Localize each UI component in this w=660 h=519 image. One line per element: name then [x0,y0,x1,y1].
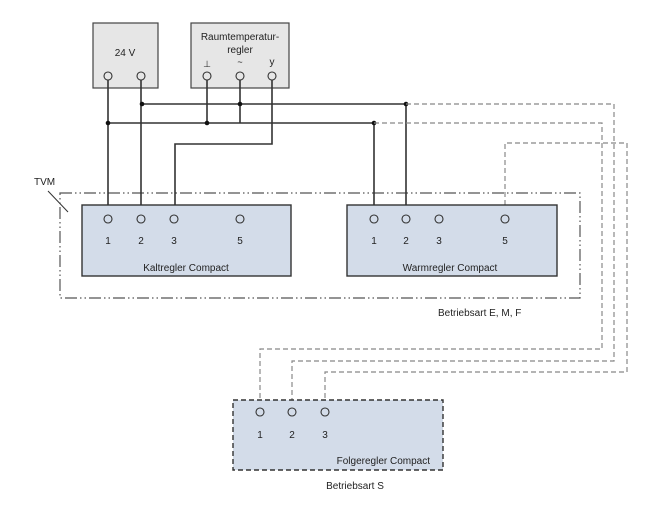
room-temperature-controller: Raumtemperatur- regler ⊥ ~ y [190,22,290,89]
terminal-number: 3 [436,236,442,247]
solid-wires [105,80,409,205]
terminal-number: 2 [289,430,295,441]
terminal-number: 2 [403,236,409,247]
terminal-number: 1 [105,236,111,247]
terminal-icon [235,214,245,224]
follow-controller-label: Folgeregler Compact [337,456,431,467]
room-controller-label-2: regler [227,45,253,56]
pin-ground-label: ⊥ [203,59,211,69]
tvm-frame [59,192,581,299]
terminal-icon [401,214,411,224]
tvm-label: TVM [34,177,55,188]
terminal-icon [136,214,146,224]
mode-s-label: Betriebsart S [326,481,384,492]
terminal-number: 5 [237,236,243,247]
follow-controller: 1 2 3 Folgeregler Compact [232,399,444,471]
cold-controller-label: Kaltregler Compact [143,263,229,274]
cold-controller: 1 2 3 5 Kaltregler Compact [81,204,292,277]
dashed-wires [259,103,628,400]
terminal-number: 1 [371,236,377,247]
terminal-number: 2 [138,236,144,247]
terminal-icon [287,407,297,417]
terminal-number: 3 [171,236,177,247]
terminal-icon [369,214,379,224]
terminal-icon [500,214,510,224]
warm-controller: 1 2 3 5 Warmregler Compact [346,204,558,277]
terminal-icon [434,214,444,224]
pin-y-label: y [270,57,275,68]
terminal-icon [320,407,330,417]
mode-emf-label: Betriebsart E, M, F [438,308,521,319]
terminal-icon [255,407,265,417]
terminal-icon [103,214,113,224]
power-supply-label: 24 V [115,48,136,59]
tvm-leader-line [47,190,69,213]
terminal-icon [169,214,179,224]
room-controller-label-1: Raumtemperatur- [201,32,279,43]
warm-controller-label: Warmregler Compact [403,263,498,274]
pin-ac-label: ~ [237,57,242,67]
power-supply-24v: 24 V [92,22,159,89]
terminal-number: 3 [322,430,328,441]
terminal-number: 1 [257,430,263,441]
terminal-number: 5 [502,236,508,247]
